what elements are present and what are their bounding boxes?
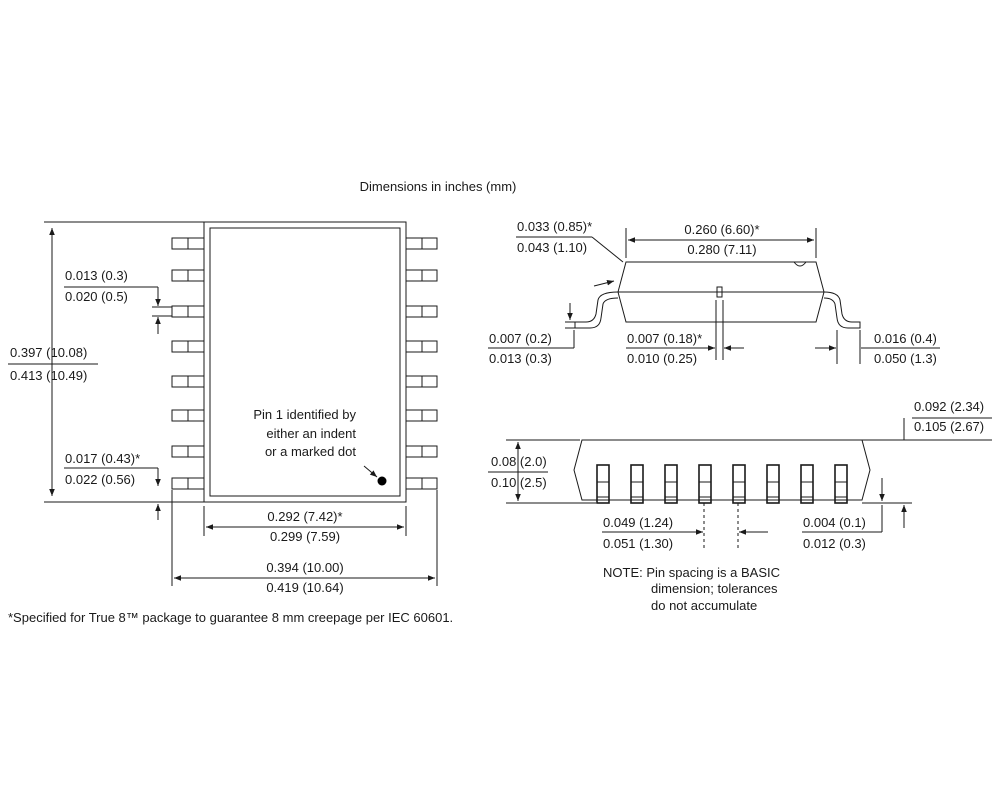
pin1-note-line1: Pin 1 identified by: [253, 407, 356, 422]
end-view-pin: [630, 464, 644, 504]
foot-length-min: 0.016 (0.4): [874, 331, 937, 346]
side-view-notch: [793, 261, 807, 267]
pin-width-min: 0.013 (0.3): [65, 268, 128, 283]
pin-offset-min: 0.017 (0.43)*: [65, 451, 140, 466]
pin-offset-max: 0.022 (0.56): [65, 472, 135, 487]
pin1-leader: [363, 465, 378, 478]
standoff-min: 0.033 (0.85)*: [517, 219, 592, 234]
gap-min: 0.007 (0.18)*: [627, 331, 702, 346]
overall-width-max: 0.419 (10.64): [266, 580, 343, 595]
pin1-dot: [377, 476, 387, 486]
height-max: 0.105 (2.67): [914, 419, 984, 434]
height-min: 0.092 (2.34): [914, 399, 984, 414]
end-view: 0.092 (2.34) 0.105 (2.67) 0.08 (2.0) 0.1…: [488, 399, 992, 613]
drawing-title: Dimensions in inches (mm): [360, 179, 517, 194]
pin1-note-line3: or a marked dot: [265, 444, 356, 459]
body-span-min: 0.260 (6.60)*: [684, 222, 759, 237]
pin-width-max: 0.020 (0.5): [65, 289, 128, 304]
pin1-note-line2: either an indent: [266, 426, 356, 441]
side-view-left-lead: [574, 291, 619, 329]
overall-width-min: 0.394 (10.00): [266, 560, 343, 575]
end-view-pin: [596, 464, 610, 504]
note-line3: do not accumulate: [651, 598, 757, 613]
end-view-pin: [834, 464, 848, 504]
pitch-max: 0.051 (1.30): [603, 536, 673, 551]
top-view-body-outline: [203, 221, 407, 503]
lead-thickness-min: 0.007 (0.2): [489, 331, 552, 346]
end-view-pins: [596, 464, 848, 504]
body-length-max: 0.413 (10.49): [10, 368, 87, 383]
note-line2: dimension; tolerances: [651, 581, 778, 596]
body-width-max: 0.299 (7.59): [270, 529, 340, 544]
footnote: *Specified for True 8™ package to guaran…: [8, 610, 453, 625]
end-view-pin: [800, 464, 814, 504]
pitch-min: 0.049 (1.24): [603, 515, 673, 530]
end-view-pin: [664, 464, 678, 504]
side-view: 0.033 (0.85)* 0.043 (1.10) 0.260 (6.60)*…: [488, 219, 940, 366]
top-view-body-inner: [209, 227, 401, 497]
lead-thickness-max: 0.013 (0.3): [489, 351, 552, 366]
gap-max: 0.010 (0.25): [627, 351, 697, 366]
clearance-max: 0.012 (0.3): [803, 536, 866, 551]
body-height-max: 0.10 (2.5): [491, 475, 547, 490]
note-line1: NOTE: Pin spacing is a BASIC: [603, 565, 780, 580]
clearance-min: 0.004 (0.1): [803, 515, 866, 530]
standoff-max: 0.043 (1.10): [517, 240, 587, 255]
right-pin-column: [405, 237, 438, 490]
body-span-max: 0.280 (7.11): [687, 242, 756, 257]
standoff-leader: [591, 236, 624, 263]
body-length-min: 0.397 (10.08): [10, 345, 87, 360]
top-view: Pin 1 identified by either an indent or …: [8, 221, 438, 595]
side-view-right-lead: [823, 291, 861, 329]
body-width-min: 0.292 (7.42)*: [267, 509, 342, 524]
body-height-min: 0.08 (2.0): [491, 454, 547, 469]
standoff-angle-arrow: [593, 279, 615, 287]
end-view-body: [573, 439, 871, 501]
left-pin-column: [171, 237, 205, 490]
end-view-pin: [732, 464, 746, 504]
end-view-pin: [698, 464, 712, 504]
end-view-pin: [766, 464, 780, 504]
foot-length-max: 0.050 (1.3): [874, 351, 937, 366]
side-view-center-mark: [716, 286, 723, 298]
